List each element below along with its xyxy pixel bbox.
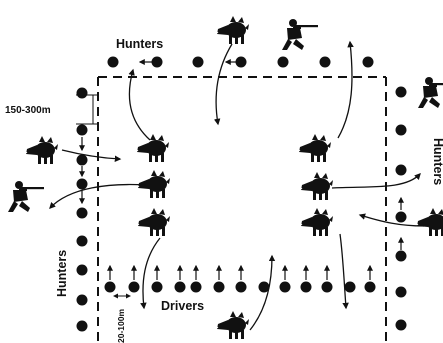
animal-escape-arrows <box>49 40 425 331</box>
left-hunter-line <box>76 87 88 332</box>
driver-spacing-label: 20-100m <box>116 309 126 343</box>
wild-boar-icon <box>24 15 443 340</box>
hunters-right-label: Hunters <box>431 138 443 185</box>
hunter-spacing-dimension <box>76 94 98 125</box>
right-hunter-line <box>395 86 407 331</box>
hunters-left-label: Hunters <box>55 250 69 297</box>
drivers-label: Drivers <box>161 299 204 313</box>
hunting-area-boundary <box>97 76 387 343</box>
top-hunter-line <box>107 56 374 68</box>
drivers-line <box>104 281 376 293</box>
hunter-spacing-label: 150-300m <box>5 105 51 116</box>
hunters-top-label: Hunters <box>116 37 163 51</box>
hunter-rifle-icon <box>8 19 443 212</box>
drivers-advance-arrows <box>107 264 373 280</box>
